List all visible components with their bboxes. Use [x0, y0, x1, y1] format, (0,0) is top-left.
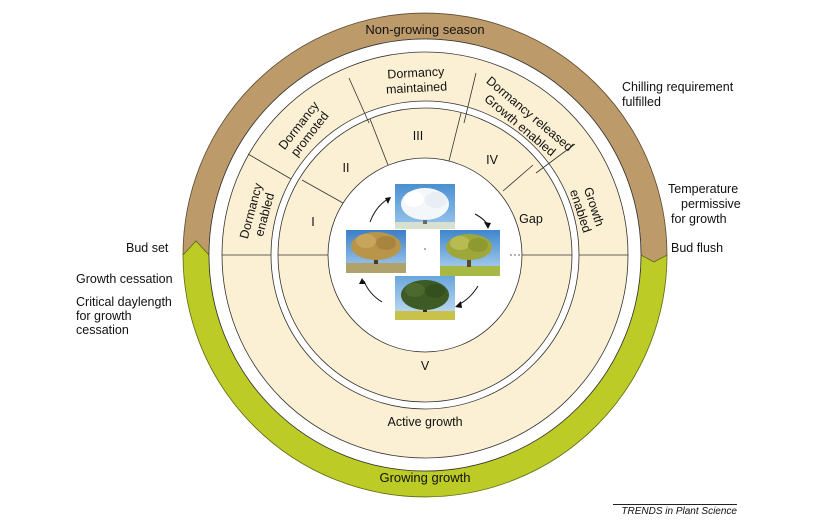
non-growing-season-label: Non-growing season: [365, 22, 484, 37]
phase-i-label: I: [311, 215, 314, 229]
cessation-label: cessation: [76, 323, 129, 337]
permissive-label: permissive: [681, 197, 741, 211]
phase-ii-label: II: [343, 161, 350, 175]
journal-credit: TRENDS in Plant Science: [613, 504, 737, 517]
bud-flush-label: Bud flush: [671, 241, 723, 255]
temperature-label: Temperature: [668, 182, 738, 196]
critical-daylength-label: Critical daylength: [76, 295, 172, 309]
svg-text:Dormancy: Dormancy: [387, 64, 445, 81]
phase-dividers: [278, 112, 572, 256]
autumn-tree: [346, 230, 406, 273]
dormancy-maintained-label: Dormancy maintained: [386, 64, 448, 96]
for-growth-label: for growth: [671, 212, 727, 226]
for-growth-cessation-label: for growth: [76, 309, 132, 323]
dormancy-dividers: [222, 72, 628, 256]
bud-set-label: Bud set: [126, 241, 169, 255]
summer-tree: [395, 276, 455, 320]
active-growth-label: Active growth: [387, 415, 462, 429]
growing-season-label: Growing growth: [379, 470, 470, 485]
svg-text:maintained: maintained: [386, 79, 448, 96]
cycle-arrowheads: [359, 197, 491, 308]
spring-tree: [440, 230, 500, 276]
growth-cessation-label: Growth cessation: [76, 272, 173, 286]
chilling-fulfilled-label: fulfilled: [622, 95, 661, 109]
winter-tree: [395, 184, 455, 229]
phase-v-label: V: [421, 359, 430, 373]
phase-gap-label: Gap: [519, 212, 543, 226]
phase-iv-label: IV: [486, 153, 498, 167]
chilling-requirement-label: Chilling requirement: [622, 80, 734, 94]
phase-iii-label: III: [413, 129, 423, 143]
